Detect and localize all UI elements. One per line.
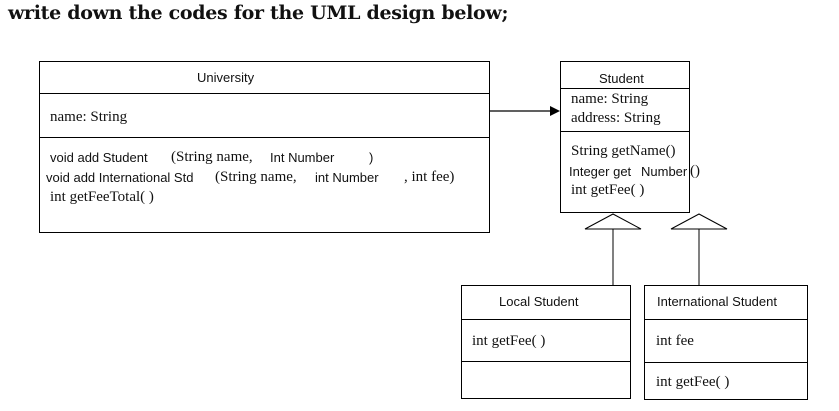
university-method-add-student-a: void add Student [50,150,148,165]
page-heading: write down the codes for the UML design … [8,2,509,24]
university-methods-section: void add Student (String name, Int Numbe… [40,137,489,232]
local-student-methods-section [462,361,630,398]
international-student-class: International Student int fee int getFee… [644,285,808,400]
international-student-name-section: International Student [645,286,807,319]
student-attr-address: address: String [571,110,661,126]
local-student-name-section: Local Student [462,286,630,319]
international-student-method-get-fee: int getFee( ) [656,374,730,390]
university-method-add-intl-c: int Number [315,170,379,185]
student-attr-name: name: String [571,91,649,107]
international-student-attr-fee: int fee [656,333,694,349]
university-method-get-fee-total: int getFeeTotal( ) [50,189,154,205]
student-class-title: Student [599,71,644,86]
student-method-get-number-c: () [690,163,700,179]
university-name-section: University [40,62,489,93]
international-student-class-title: International Student [657,294,777,309]
local-student-class-title: Local Student [499,294,579,309]
student-method-get-fee: int getFee( ) [571,182,645,198]
student-methods-section: String getName() Integer get Number () i… [561,131,700,212]
association-arrowhead [550,106,560,116]
student-method-get-number-a: Integer get [569,164,632,179]
student-method-get-number-b: Number [641,164,688,179]
student-name-section: Student [561,62,689,88]
student-method-get-name: String getName() [571,143,676,159]
student-attributes-section: name: String address: String [561,88,689,131]
student-class: Student name: String address: String Str… [560,61,700,213]
university-method-add-student-b: (String name, [171,149,253,165]
university-method-add-intl-b: (String name, [215,169,297,185]
university-attributes-section: name: String [40,93,489,137]
university-method-add-student-c: Int Number [270,150,335,165]
international-student-methods-section: int getFee( ) [645,362,807,399]
university-method-add-intl-d: , int fee) [404,169,455,185]
university-method-add-intl-a: void add International Std [46,170,194,185]
local-student-class: Local Student int getFee( ) [461,285,631,399]
university-attr-name: name: String [50,109,128,125]
inheritance-triangle-local [584,213,642,230]
local-student-method-get-fee: int getFee( ) [472,333,546,349]
local-student-attributes-section: int getFee( ) [462,319,630,361]
international-student-attributes-section: int fee [645,319,807,362]
university-class: University name: String void add Student… [39,61,490,233]
inheritance-triangle-international [670,213,728,230]
university-method-add-student-d: ) [369,150,374,165]
university-class-title: University [197,70,255,85]
